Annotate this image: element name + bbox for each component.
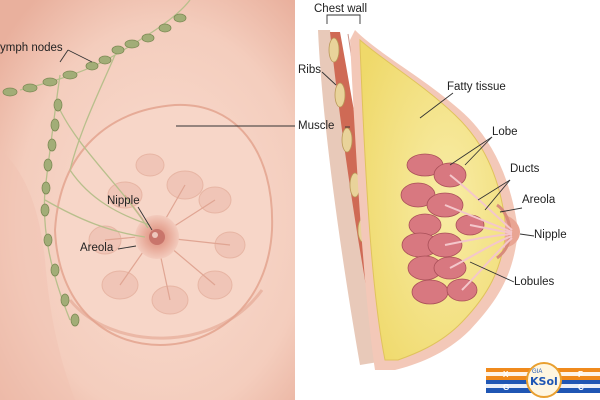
- label-lobe: Lobe: [492, 126, 518, 138]
- watermark-letter-x: X: [503, 370, 509, 379]
- watermark-small-text: GIA: [532, 369, 543, 375]
- watermark-letter-g: G: [503, 383, 510, 392]
- label-lobules: Lobules: [514, 276, 555, 288]
- right-leader-lines: [321, 14, 535, 283]
- label-muscle: Muscle: [298, 120, 335, 132]
- breast-underside-shadow: [68, 289, 264, 340]
- label-right-nipple: Nipple: [534, 229, 567, 241]
- label-ribs: Ribs: [298, 64, 322, 76]
- label-left-nipple: Nipple: [107, 195, 140, 207]
- label-fatty-tissue: Fatty tissue: [447, 81, 506, 93]
- label-right-areola: Areola: [522, 194, 556, 206]
- right-crosssection-illustration: [297, 0, 600, 400]
- right-ducts: [444, 174, 513, 291]
- watermark-letter-c: C: [578, 383, 584, 392]
- label-ducts: Ducts: [510, 163, 540, 175]
- armpit-shading: [0, 150, 75, 400]
- label-chest-wall: Chest wall: [314, 3, 368, 15]
- watermark-logo: [486, 362, 600, 398]
- label-lymph-nodes: ymph nodes: [0, 42, 63, 54]
- nipple-highlight: [152, 232, 158, 238]
- left-breast-illustration: [0, 0, 296, 400]
- watermark-letter-f: F: [578, 370, 583, 379]
- label-left-areola: Areola: [80, 242, 114, 254]
- watermark-brand: KSol: [530, 375, 558, 388]
- left-leader-lines: [59, 49, 296, 250]
